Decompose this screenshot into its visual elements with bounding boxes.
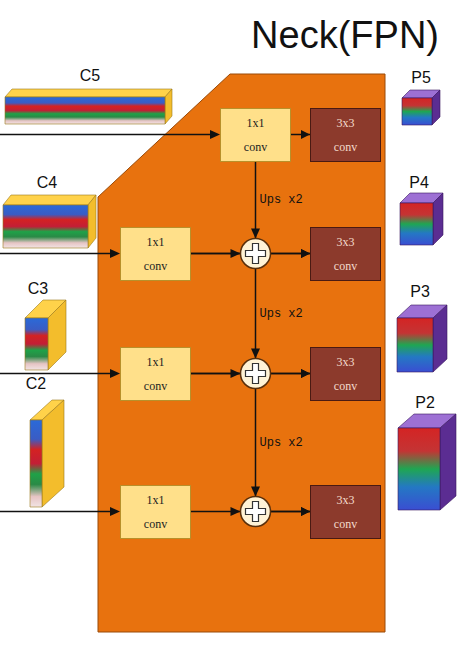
block-top-face xyxy=(3,195,96,205)
box-label: 1x1 conv xyxy=(139,350,173,398)
connector xyxy=(291,134,310,136)
pyramid-feature-map: P2 xyxy=(396,390,458,512)
conv1x1-box: 1x1 conv xyxy=(120,485,191,539)
block-side-face xyxy=(440,414,456,510)
connector xyxy=(191,374,310,512)
pyramid-feature-map: P5 xyxy=(400,65,442,127)
arrowhead xyxy=(110,369,120,378)
block-front-face xyxy=(25,318,48,370)
neck-region xyxy=(98,74,385,632)
backbone-feature-map: C2 xyxy=(20,371,66,509)
input-wire xyxy=(0,373,111,375)
input-wires xyxy=(0,135,211,512)
plus-sign xyxy=(246,364,266,384)
arrowhead xyxy=(231,249,241,258)
feature-map-label: P2 xyxy=(415,394,435,412)
box-label: 1x1 conv xyxy=(139,230,173,278)
box-label: 3x3 conv xyxy=(329,230,363,278)
conv3x3-box: 3x3 conv xyxy=(310,108,381,162)
add-symbol xyxy=(231,229,271,269)
pyramid-feature-map: P4 xyxy=(398,170,445,247)
conv1x1-box: 1x1 conv xyxy=(220,108,291,162)
block-side-face xyxy=(433,193,443,245)
feature-map-label: C2 xyxy=(26,375,46,393)
backbone-feature-map: C4 xyxy=(1,170,98,250)
arrowhead xyxy=(231,369,241,378)
add-circle xyxy=(241,359,271,389)
add-symbol xyxy=(231,487,271,527)
block-front-face xyxy=(5,97,165,124)
input-wire xyxy=(0,511,111,513)
input-arrowheads xyxy=(110,130,220,516)
arrowhead xyxy=(110,249,120,258)
conv3x3-box: 3x3 conv xyxy=(310,347,381,401)
block-front-face xyxy=(397,318,433,372)
block-front-face xyxy=(30,420,42,507)
block-side-face xyxy=(48,300,66,370)
conv1x1-box: 1x1 conv xyxy=(120,227,191,281)
block-front-face xyxy=(402,98,432,125)
arrowhead xyxy=(110,507,120,516)
feature-map-label: C3 xyxy=(28,280,48,298)
input-wire xyxy=(0,134,211,136)
box-label: 1x1 conv xyxy=(239,111,273,159)
box-label: 3x3 conv xyxy=(329,488,363,536)
add-circle xyxy=(241,497,271,527)
block-side-face xyxy=(42,400,64,507)
add-circle xyxy=(241,239,271,269)
input-wire xyxy=(0,253,111,255)
conv3x3-box: 3x3 conv xyxy=(310,227,381,281)
block-side-face xyxy=(433,305,447,372)
box-label: 3x3 conv xyxy=(329,111,363,159)
backbone-feature-map: C3 xyxy=(22,276,68,372)
arrowhead xyxy=(251,487,260,497)
block-front-face xyxy=(3,205,88,248)
block-top-face xyxy=(5,89,172,97)
connector xyxy=(256,162,311,254)
pyramid-feature-map: P3 xyxy=(395,279,449,374)
box-label: 1x1 conv xyxy=(139,488,173,536)
add-symbol xyxy=(231,349,271,389)
arrowhead xyxy=(251,229,260,239)
conv1x1-box: 1x1 conv xyxy=(120,347,191,401)
upsample-label: Ups x2 xyxy=(260,193,303,207)
arrowhead xyxy=(251,349,260,359)
block-side-face xyxy=(88,195,96,248)
block-side-face xyxy=(165,89,172,124)
feature-map-label: P4 xyxy=(409,174,429,192)
plus-sign xyxy=(246,244,266,264)
title: Neck(FPN) xyxy=(251,12,439,58)
upsample-label: Ups x2 xyxy=(260,307,303,321)
upsample-label: Ups x2 xyxy=(260,436,303,450)
plus-sign xyxy=(246,502,266,522)
block-side-face xyxy=(432,90,440,125)
connector xyxy=(191,254,310,374)
arrowhead xyxy=(231,507,241,516)
feature-map-label: C4 xyxy=(37,174,57,192)
conv3x3-box: 3x3 conv xyxy=(310,485,381,539)
feature-map-label: C5 xyxy=(80,67,100,85)
block-front-face xyxy=(400,203,433,245)
feature-map-label: P3 xyxy=(410,283,430,301)
backbone-feature-map: C5 xyxy=(3,63,174,126)
arrowhead xyxy=(210,130,220,139)
block-front-face xyxy=(398,428,440,510)
feature-map-label: P5 xyxy=(411,69,431,87)
box-label: 3x3 conv xyxy=(329,350,363,398)
